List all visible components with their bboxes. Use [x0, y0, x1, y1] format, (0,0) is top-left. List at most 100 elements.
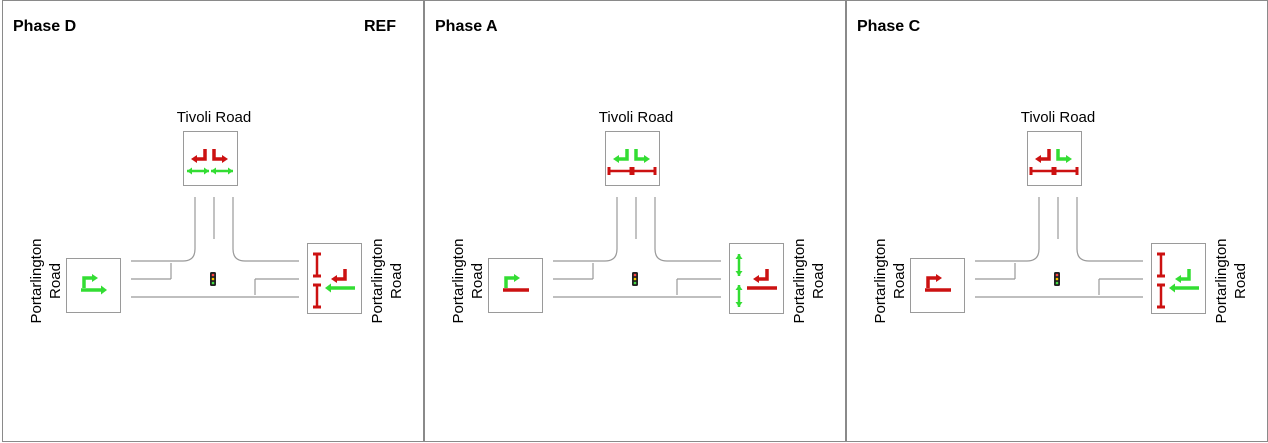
- west-right-turn: [82, 274, 98, 288]
- north-ped-left: [187, 167, 209, 175]
- north-ped-right-symbol: [1053, 167, 1079, 175]
- traffic-light-green: [211, 281, 215, 285]
- north-right-turn-shaft: [618, 149, 629, 161]
- north-left-turn-arrow: [212, 149, 228, 163]
- north-left-turn-shaft: [1056, 149, 1067, 161]
- north-right-turn: [1035, 149, 1051, 163]
- west-road-label-line1: Portarlington: [872, 238, 889, 324]
- phase-panel-a: Phase A Tivoli Road Portarlington Road P…: [424, 0, 846, 442]
- north-right-turn-shaft: [196, 149, 207, 161]
- east-through: [1169, 283, 1199, 293]
- east-right-turn: [753, 269, 769, 283]
- north-right-turn-head: [191, 155, 197, 163]
- intersection-diagram: [66, 131, 362, 314]
- north-ped-right: [1053, 167, 1079, 175]
- east-ped-bottom-symbol-head-a: [735, 285, 743, 290]
- east-ped-top-symbol-head-a: [735, 254, 743, 259]
- east-right-turn-shaft: [758, 269, 769, 281]
- north-left-turn-arrow: [1056, 149, 1072, 163]
- east-road-label-line2: Road: [388, 263, 405, 299]
- north-signal-box: [1027, 131, 1082, 186]
- traffic-light-red: [633, 273, 637, 277]
- north-right-turn: [191, 149, 207, 163]
- north-right-turn: [613, 149, 629, 163]
- road-layout: [131, 197, 299, 298]
- east-ped-top-symbol: [1157, 252, 1165, 278]
- west-signal-box-frame: [66, 258, 121, 313]
- road-edge-ne: [1076, 197, 1143, 262]
- west-right-turn-arrow: [504, 274, 520, 288]
- east-through-head: [1169, 283, 1175, 293]
- west-signal-box: [66, 258, 121, 313]
- traffic-light-icon: [1054, 272, 1060, 286]
- east-ped-bottom-symbol-head-b: [735, 302, 743, 307]
- north-ped-right-symbol: [211, 167, 233, 175]
- west-right-turn-shaft: [504, 276, 515, 288]
- east-ped-top-symbol-head-b: [735, 271, 743, 276]
- east-through: [325, 283, 355, 293]
- east-ped-top: [735, 254, 743, 276]
- north-right-turn-arrow: [1035, 149, 1051, 163]
- east-right-turn-shaft: [1180, 269, 1191, 281]
- north-right-turn-head: [613, 155, 619, 163]
- west-road-label: Portarlington Road: [27, 226, 65, 336]
- north-ped-right: [211, 167, 233, 175]
- north-right-turn-arrow: [191, 149, 207, 163]
- north-signal-box-frame: [605, 131, 660, 186]
- road-edge-nw: [131, 197, 196, 262]
- phase-title: Phase D: [13, 18, 77, 35]
- north-left-turn-shaft: [212, 149, 223, 161]
- phase-title: Phase C: [857, 18, 921, 35]
- east-through-arrow: [325, 283, 355, 293]
- north-left-turn-shaft: [634, 149, 645, 161]
- north-pedestrian-crossings: [1029, 167, 1079, 175]
- north-left-turn-head: [644, 155, 650, 163]
- north-left-turn-head: [222, 155, 228, 163]
- road-edge-nw: [975, 197, 1040, 262]
- west-right-turn-head: [514, 274, 520, 282]
- east-right-turn-head: [331, 275, 337, 283]
- west-road-label-line2: Road: [891, 263, 908, 299]
- north-signal-box: [183, 131, 238, 186]
- north-ped-left: [607, 167, 633, 175]
- west-road-label-line2: Road: [47, 263, 64, 299]
- east-signal-box: [307, 243, 362, 314]
- east-through-arrow: [1169, 283, 1199, 293]
- traffic-light-green: [1055, 281, 1059, 285]
- west-road-label-line1: Portarlington: [450, 238, 467, 324]
- east-road-label-line1: Portarlington: [369, 238, 386, 324]
- road-edge-nw: [553, 197, 618, 262]
- west-right-turn-arrow: [82, 274, 98, 288]
- west-signal-box-frame: [488, 258, 543, 313]
- traffic-light-red: [211, 273, 215, 277]
- phase-panel-c: Phase C Tivoli Road Portarlington Road P…: [846, 0, 1268, 442]
- east-road-label-line1: Portarlington: [791, 238, 808, 324]
- east-right-turn-head: [1175, 275, 1181, 283]
- east-signal-box: [1151, 243, 1206, 314]
- north-ped-left-symbol: [187, 167, 209, 175]
- east-ped-bottom: [313, 283, 321, 309]
- north-ped-right-symbol-head-a: [211, 167, 216, 175]
- north-left-turn-head: [1066, 155, 1072, 163]
- north-right-turn-arrow: [613, 149, 629, 163]
- traffic-light-icon: [210, 272, 216, 286]
- north-ped-right: [631, 167, 657, 175]
- east-ped-bottom: [735, 285, 743, 307]
- east-road-label-line2: Road: [1232, 263, 1249, 299]
- east-road-label-line2: Road: [810, 263, 827, 299]
- west-right-turn: [926, 274, 942, 288]
- east-right-turn-head: [753, 275, 759, 283]
- north-ped-left-symbol-head-b: [204, 167, 209, 175]
- road-layout: [975, 197, 1143, 298]
- phase-title: Phase A: [435, 18, 498, 35]
- east-ped-top-symbol: [735, 254, 743, 276]
- road-layout: [553, 197, 721, 298]
- west-right-turn-shaft: [82, 276, 93, 288]
- north-road-label: Tivoli Road: [1020, 109, 1096, 126]
- north-left-turn-arrow: [634, 149, 650, 163]
- west-road-label: Portarlington Road: [449, 226, 487, 336]
- west-signal-box: [910, 258, 965, 313]
- north-left-turn: [634, 149, 650, 163]
- traffic-light-amber: [1055, 277, 1059, 281]
- traffic-light-amber: [211, 277, 215, 281]
